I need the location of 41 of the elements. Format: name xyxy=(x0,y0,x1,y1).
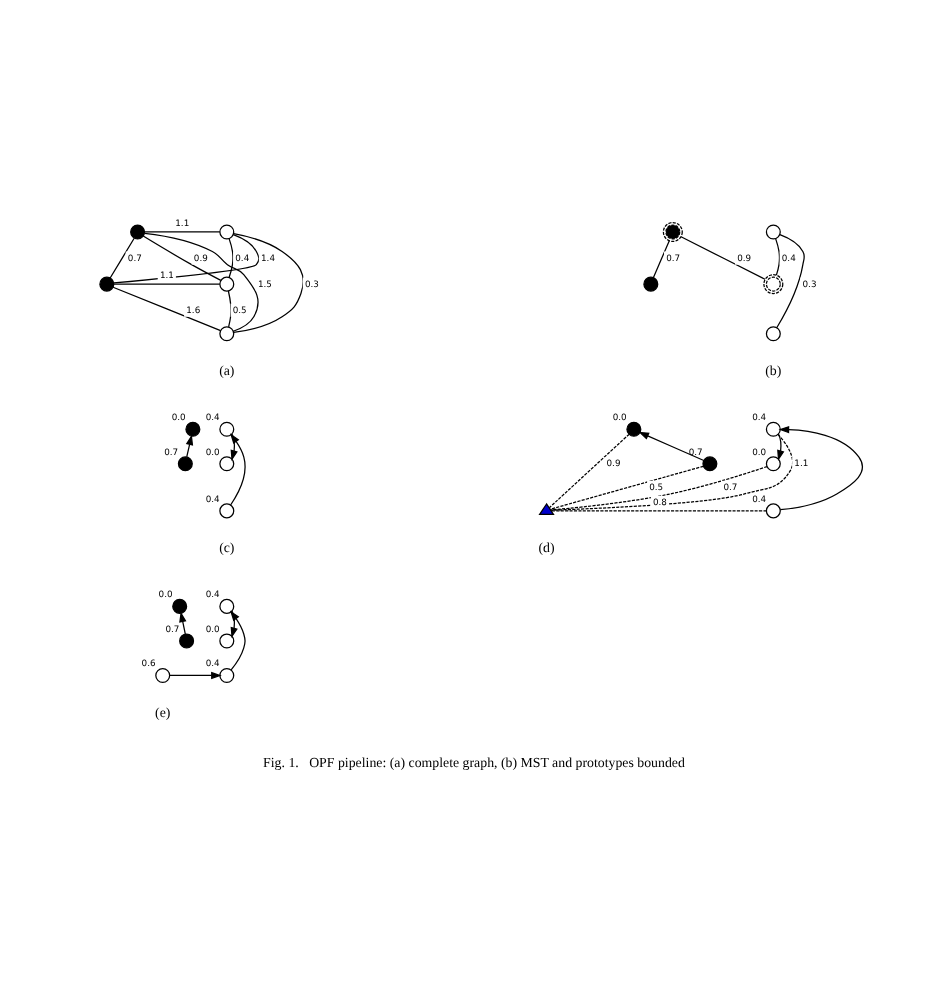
node-circle xyxy=(765,421,781,437)
node-circle xyxy=(643,276,659,292)
connector xyxy=(775,238,781,276)
node-circle xyxy=(765,456,781,472)
connector xyxy=(548,433,630,509)
connector xyxy=(550,510,767,512)
node-circle xyxy=(219,667,235,684)
node-circle xyxy=(626,421,642,437)
node-circle xyxy=(172,598,188,614)
node-circle xyxy=(219,503,235,519)
node-circle xyxy=(219,276,235,292)
connector xyxy=(228,238,234,279)
node-circle xyxy=(702,456,718,472)
node-circle xyxy=(155,667,171,684)
arrow xyxy=(179,611,187,635)
node-circle xyxy=(179,633,195,649)
connector xyxy=(113,283,221,285)
node-circle xyxy=(765,224,781,240)
node-circle xyxy=(219,421,235,437)
node-circle xyxy=(99,276,115,292)
node-circle xyxy=(130,224,146,240)
connector xyxy=(227,290,232,328)
arrow xyxy=(169,671,222,680)
node-circle xyxy=(219,326,235,342)
connector xyxy=(109,237,135,279)
arrow xyxy=(638,431,705,462)
node-circle xyxy=(185,421,201,437)
node-circle xyxy=(219,633,235,649)
node-circle xyxy=(177,456,193,472)
node-circle xyxy=(765,503,781,519)
node-triangle xyxy=(538,502,555,515)
connector xyxy=(143,231,221,233)
node-circle xyxy=(765,326,781,342)
node-circle xyxy=(219,224,235,240)
arrow xyxy=(185,434,194,458)
connector xyxy=(112,286,222,332)
connector xyxy=(652,240,670,279)
node-circle xyxy=(219,456,235,472)
connector xyxy=(680,236,766,280)
node-circle xyxy=(219,598,235,614)
connector xyxy=(143,232,259,332)
